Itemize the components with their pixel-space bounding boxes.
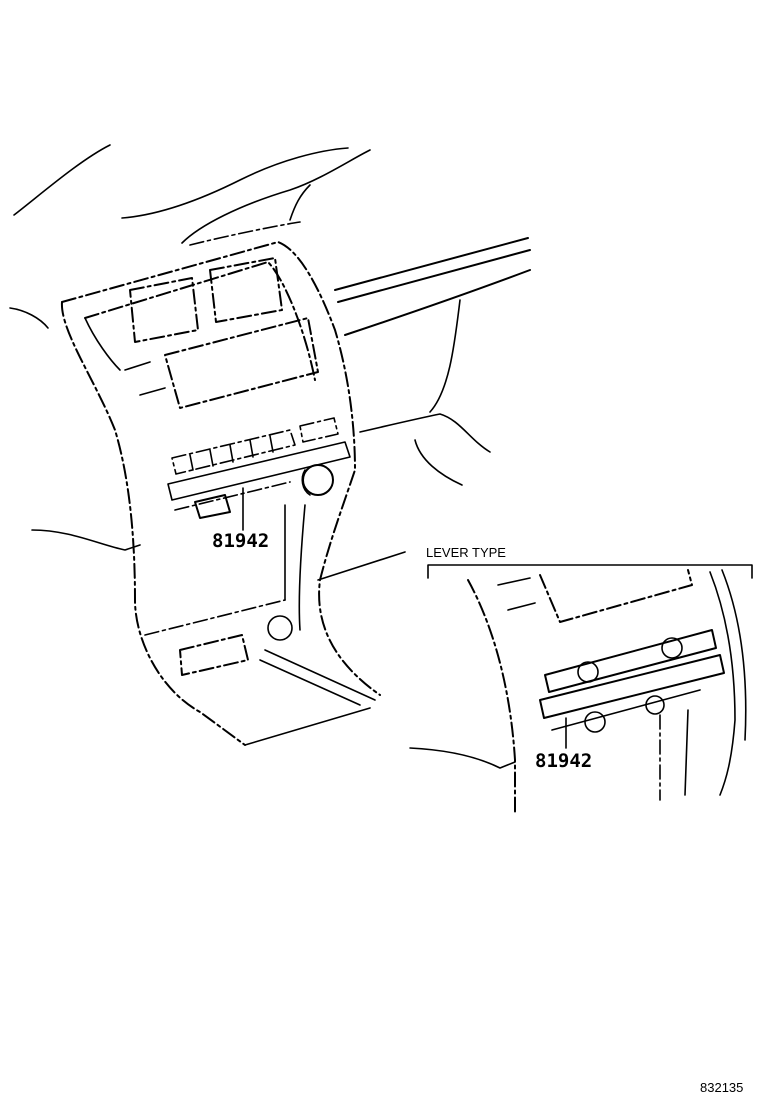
main-part-number: 81942 — [212, 530, 269, 552]
inset-switch-81942 — [584, 711, 606, 733]
console-seam — [144, 599, 286, 636]
side-slot-1 — [124, 361, 151, 371]
inset-lever-knob-left — [577, 661, 599, 683]
control-strip — [167, 441, 351, 501]
inset-slot-1 — [497, 577, 531, 586]
dash-top-contour — [121, 147, 349, 219]
lower-strip — [174, 481, 291, 511]
center-stack-outline-right — [61, 241, 381, 696]
inset-console-line-2 — [684, 709, 689, 796]
button-divider-4 — [249, 439, 254, 458]
console-knob — [267, 615, 293, 641]
glovebox-lower — [359, 413, 491, 453]
console-floor-3 — [264, 649, 376, 701]
inset-lower-strip — [551, 689, 701, 731]
inset-stack-outline-right — [709, 571, 736, 796]
left-vent — [129, 277, 199, 343]
diagram-reference-number: 832135 — [700, 1080, 743, 1095]
center-stack-outline-left — [60, 301, 246, 746]
console-line-right-2 — [298, 504, 306, 631]
knob-body — [302, 464, 334, 496]
inset-stack-outline-left — [467, 579, 516, 816]
console-floor-1 — [259, 659, 361, 706]
side-slot-2 — [139, 387, 166, 396]
console-floor-2 — [244, 707, 371, 746]
inset-control-strip — [539, 654, 725, 719]
inset-outer-right — [721, 569, 747, 741]
dashboard-main-view — [9, 144, 531, 746]
connector-to-inset — [317, 551, 406, 581]
button-row-frame — [171, 429, 296, 475]
dash-rail-upper — [334, 237, 529, 291]
knob-rim — [301, 469, 311, 496]
left-floor-line — [31, 529, 141, 551]
dash-upper-dashed — [189, 221, 301, 246]
stack-inner-top — [84, 261, 316, 381]
climate-button-row — [171, 417, 339, 475]
lever-type-inset: LEVER TYPE — [409, 545, 753, 816]
inset-slot-2 — [507, 602, 536, 611]
left-dash-edge — [9, 307, 49, 329]
center-display — [164, 317, 319, 409]
inset-lever-strip — [544, 629, 717, 693]
windshield-edge — [13, 144, 111, 216]
right-vent — [209, 257, 283, 323]
right-button-pair — [299, 417, 339, 443]
inset-floor-line — [409, 747, 516, 769]
dash-top-contour-inner — [181, 149, 371, 244]
button-divider-3 — [229, 444, 234, 463]
dash-lower-edge — [344, 269, 531, 336]
switch-81942 — [194, 494, 231, 519]
inset-display — [539, 569, 693, 623]
temperature-knob — [301, 464, 334, 496]
dash-corner — [289, 184, 311, 221]
glovebox-edge — [429, 299, 461, 413]
inset-part-number: 81942 — [535, 750, 592, 772]
button-divider-1 — [189, 454, 194, 471]
inset-lever-knob-right — [661, 637, 683, 659]
console-tray — [179, 634, 249, 676]
stack-inner-left — [84, 317, 121, 371]
button-divider-2 — [209, 449, 214, 467]
inset-bracket — [427, 564, 753, 579]
button-divider-5 — [269, 435, 274, 453]
glovebox-curve — [414, 439, 463, 486]
dash-rail-lower — [337, 249, 531, 303]
inset-lower-knob — [645, 695, 665, 715]
inset-title: LEVER TYPE — [426, 545, 506, 560]
